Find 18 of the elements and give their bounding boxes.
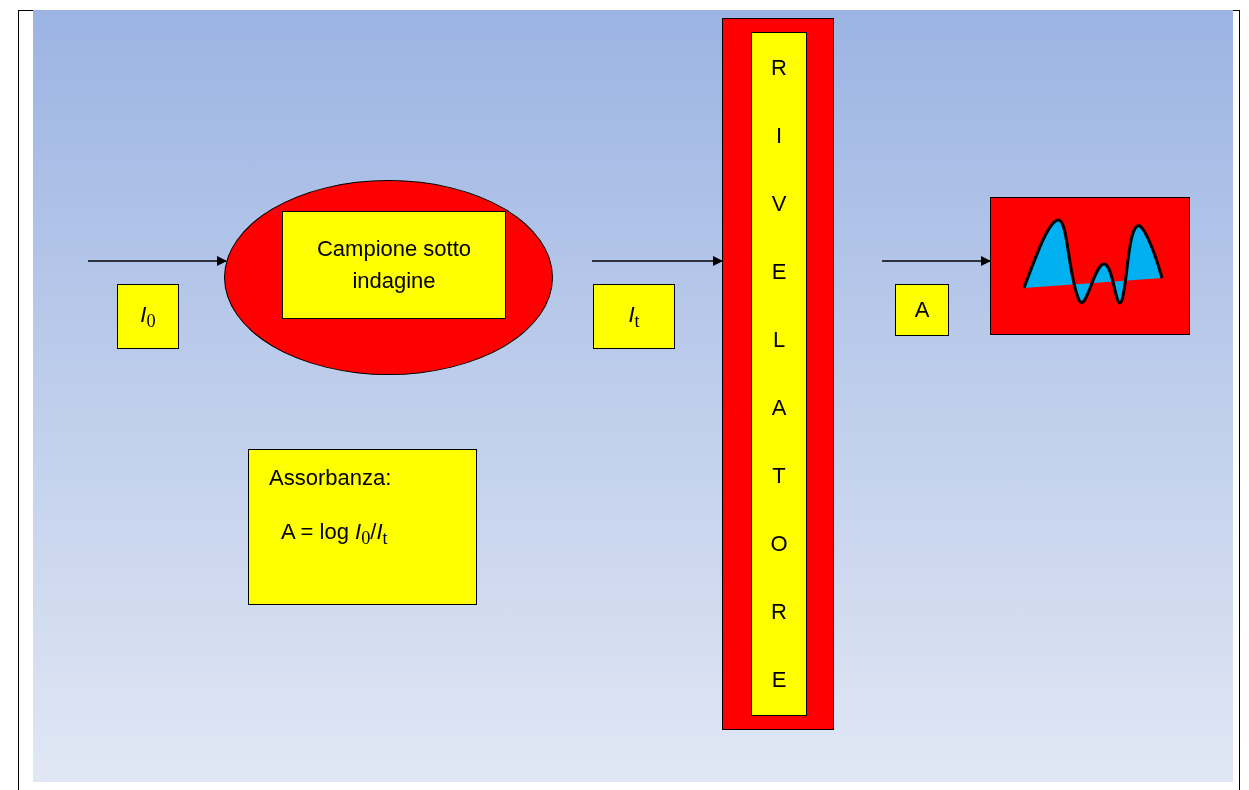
symbol-box	[117, 284, 179, 349]
box-label: Campione sotto indagine	[315, 235, 473, 295]
display-box	[990, 197, 1190, 335]
arrow	[87, 256, 227, 266]
vertical-label: R I V E L A T O R E	[769, 54, 789, 694]
arrow	[881, 256, 991, 266]
arrow	[591, 256, 723, 266]
formula-box	[248, 449, 477, 605]
symbol-label: I$_{t}$	[628, 300, 640, 333]
symbol-label: I$_{0}$	[140, 300, 156, 333]
heading-text: Assorbanza:	[269, 464, 392, 492]
symbol-box	[895, 284, 949, 336]
symbol-box	[593, 284, 675, 349]
symbol-label: A	[914, 296, 930, 325]
label-box	[282, 211, 506, 319]
detector-bar	[722, 18, 834, 730]
formula-text: A = log I$_{0}$/I$_{t}$	[280, 517, 388, 551]
label-bar	[751, 32, 807, 716]
